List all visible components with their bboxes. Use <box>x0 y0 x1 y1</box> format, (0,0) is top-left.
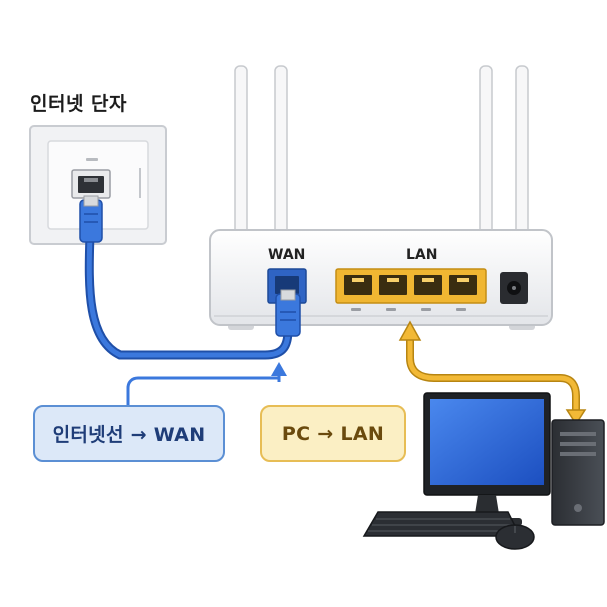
lan-arrow-down-icon <box>565 409 587 426</box>
wan-callout-text: 인터넷선 → WAN <box>52 424 206 446</box>
lan-callout-text: PC → LAN <box>281 422 385 445</box>
wan-port-label: WAN <box>268 247 306 263</box>
wan-callout-connector <box>126 362 287 408</box>
lan-callout: PC → LAN <box>260 405 406 462</box>
wall-outlet <box>29 125 167 245</box>
router-antennas <box>234 65 529 239</box>
keyboard <box>362 511 522 537</box>
lan-port-label: LAN <box>406 247 438 263</box>
lan-arrow-up-icon <box>398 320 422 341</box>
wan-callout: 인터넷선 → WAN <box>33 405 225 462</box>
wall-outlet-title: 인터넷 단자 <box>30 93 128 115</box>
wan-arrow-up-icon <box>271 362 287 376</box>
power-jack <box>500 272 528 304</box>
wan-cable <box>79 195 301 360</box>
pc-tower <box>551 419 605 526</box>
mouse <box>495 524 535 550</box>
lan-cable <box>398 320 587 426</box>
lan-ports <box>335 268 487 311</box>
router <box>209 229 553 330</box>
monitor <box>423 392 551 526</box>
